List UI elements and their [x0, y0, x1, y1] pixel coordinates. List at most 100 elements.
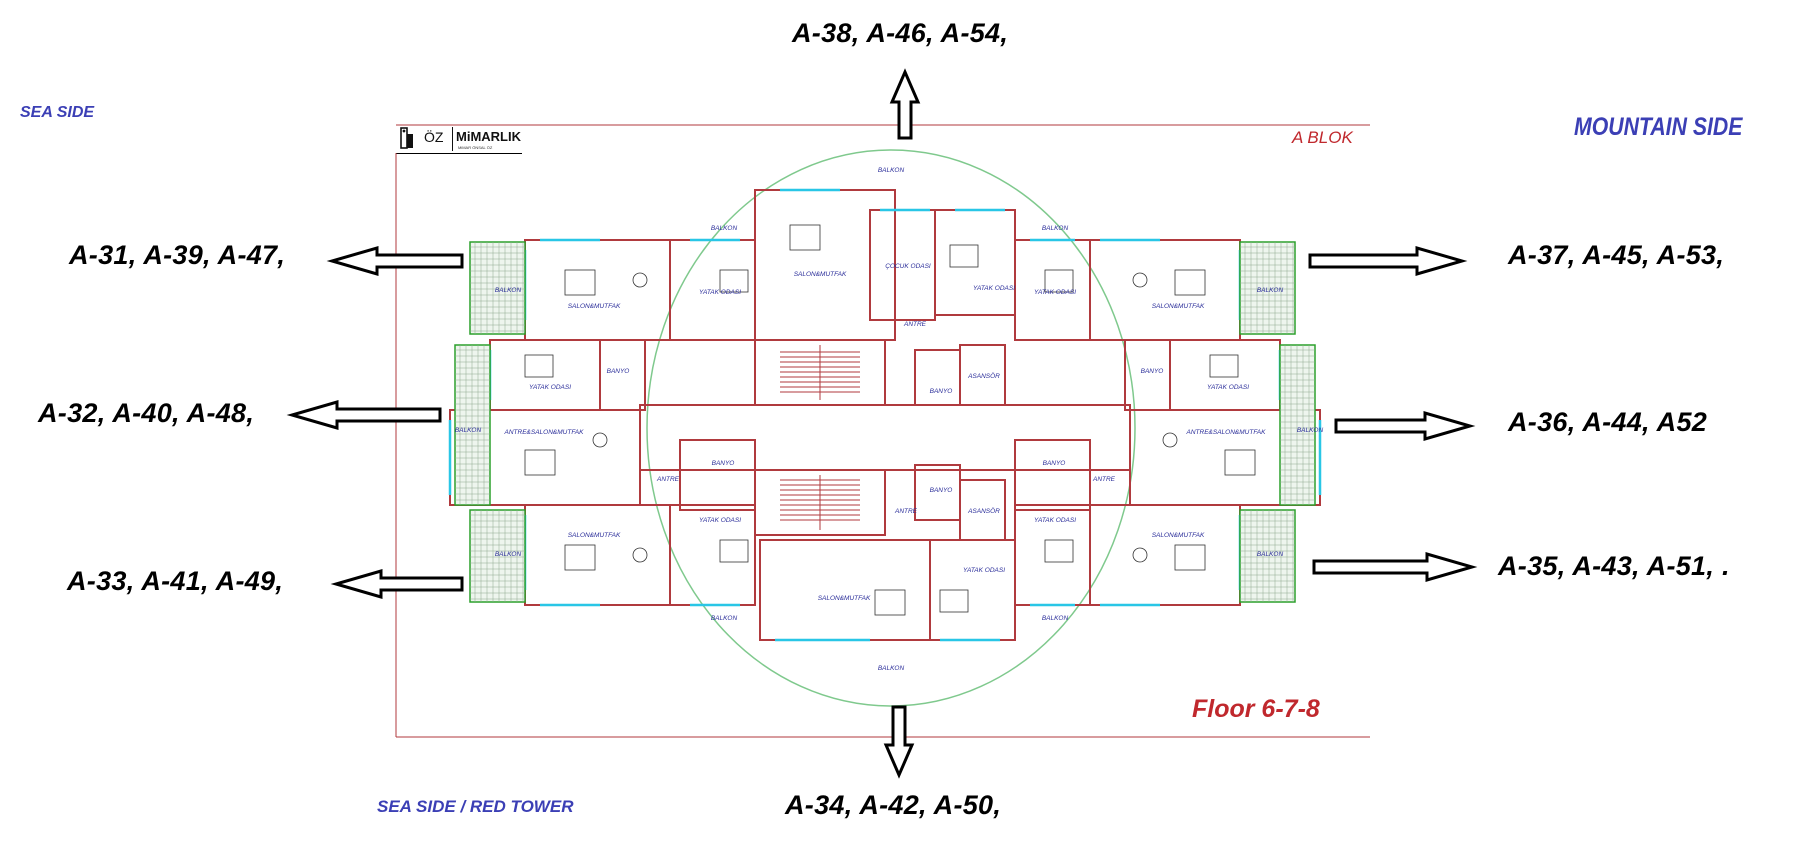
furniture-piece — [789, 224, 821, 251]
room-label-antre-left: ANTRE — [656, 476, 680, 483]
table-icon — [632, 272, 648, 288]
sea-side-label: SEA SIDE — [20, 104, 95, 121]
balcony-right-upper — [1239, 241, 1296, 335]
room-label-cocuk-odasi: ÇOCUK ODASI — [885, 263, 931, 270]
arrow-left-lower — [330, 569, 464, 599]
table-icon — [632, 547, 648, 563]
unit-label-bottom: A-34, A-42, A-50, — [785, 790, 1002, 820]
unit-label-left-lower: A-33, A-41, A-49, — [67, 566, 284, 596]
arrow-right-lower — [1312, 552, 1478, 582]
balcony-right-upper-frame — [1239, 241, 1296, 335]
balconies-layer — [454, 241, 1316, 603]
furniture-piece — [1224, 449, 1256, 476]
unit-label-left-upper: A-31, A-39, A-47, — [69, 240, 286, 270]
balcony-left-upper-frame — [469, 241, 526, 335]
balcony-right-mid — [1279, 344, 1316, 506]
unit-label-right-lower: A-35, A-43, A-51, . — [1498, 551, 1730, 581]
room-label-yatak-right-lower: YATAK ODASI — [1034, 517, 1076, 524]
room-label-banyo-left-mid: BANYO — [607, 368, 630, 375]
furniture-piece — [1044, 539, 1074, 563]
table-icon — [1162, 432, 1178, 448]
room-label-yatak-right-upper: YATAK ODASI — [1034, 289, 1076, 296]
room-label-yatak-left-upper: YATAK ODASI — [699, 289, 741, 296]
room-label-banyo-left-lower: BANYO — [712, 460, 735, 467]
logo-separator — [452, 127, 453, 151]
table-icon — [1132, 547, 1148, 563]
room-label-balkon-left-upper: BALKON — [495, 287, 522, 294]
logo-subline: MiMAR ÖNSAL ÖZ — [458, 145, 493, 150]
room-label-banyo-right-lower: BANYO — [1043, 460, 1066, 467]
arrow-up — [889, 68, 921, 140]
unit-label-right-upper: A-37, A-45, A-53, — [1508, 240, 1725, 270]
room-label-salon-bottom: SALON&MUTFAK — [818, 595, 871, 602]
wall-banyo-top-center — [914, 349, 961, 406]
direction-arrows — [286, 68, 1478, 779]
wall-right-banyo-lower — [1014, 439, 1091, 511]
wall-top-yatak-odasi — [934, 209, 1016, 316]
room-label-salon-top: SALON&MUTFAK — [794, 271, 847, 278]
room-label-balkon-top: BALKON — [878, 167, 905, 174]
furniture-piece — [564, 269, 596, 296]
wall-right-mid-banyo — [1124, 339, 1171, 411]
architect-logo: ÖZ MiMARLIK MiMAR ÖNSAL ÖZ — [396, 125, 522, 154]
room-labels-layer: BALKON BALKON BALKON BALKON BALKON BALKON BALK… — [455, 167, 1324, 672]
room-label-balkon-se: BALKON — [1042, 615, 1069, 622]
wall-left-upper-salon — [524, 239, 671, 341]
room-label-banyo-center-bottom: BANYO — [930, 487, 953, 494]
windows-layer — [448, 188, 1322, 642]
furniture-piece — [939, 589, 969, 613]
room-label-balkon-right-upper: BALKON — [1257, 287, 1284, 294]
room-label-balkon-left-mid: BALKON — [455, 427, 482, 434]
balcony-left-upper — [469, 241, 526, 335]
room-label-salon-left-upper: SALON&MUTFAK — [568, 303, 621, 310]
wall-left-mid-banyo — [599, 339, 646, 411]
room-label-antre-right: ANTRE — [1092, 476, 1116, 483]
furniture-piece — [719, 539, 749, 563]
furniture-piece — [1174, 544, 1206, 571]
table-icon — [1132, 272, 1148, 288]
wall-left-mid-yatak — [489, 339, 601, 411]
building-outline-arc — [646, 149, 1136, 707]
furniture-piece — [719, 269, 749, 293]
wall-right-mid-yatak — [1169, 339, 1281, 411]
room-label-yatak-left-lower: YATAK ODASI — [699, 517, 741, 524]
room-label-yatak-right-mid: YATAK ODASI — [1207, 384, 1249, 391]
wall-banyo-bottom-center — [914, 464, 961, 521]
room-label-asansor-top: ASANSÖR — [967, 372, 1000, 380]
furniture-piece — [524, 354, 554, 378]
walls-layer — [449, 189, 1321, 641]
arrow-right-middle — [1334, 411, 1476, 441]
logo-mark-icon — [400, 127, 413, 149]
mountain-side-label: MOUNTAIN SIDE — [1574, 113, 1743, 141]
room-label-antre-top: ANTRE — [903, 321, 927, 328]
block-label: A BLOK — [1292, 128, 1353, 147]
balcony-left-lower — [469, 509, 526, 603]
wall-left-banyo-lower — [679, 439, 756, 511]
wall-right-upper-salon — [1089, 239, 1241, 341]
unit-label-left-middle: A-32, A-40, A-48, — [38, 398, 255, 428]
stairs-layer — [780, 345, 860, 530]
furniture-piece — [524, 449, 556, 476]
unit-label-top: A-38, A-46, A-54, — [792, 18, 1009, 48]
furniture-piece — [949, 244, 979, 268]
room-label-asansor-bottom: ASANSÖR — [967, 507, 1000, 515]
furniture-piece — [564, 544, 596, 571]
room-label-balkon-right-lower: BALKON — [1257, 551, 1284, 558]
wall-top-center-salon — [754, 189, 896, 341]
wall-corridor — [639, 404, 1131, 471]
room-label-antre-salon-right: ANTRE&SALON&MUTFAK — [1186, 429, 1267, 436]
logo-brand-right: MiMARLIK — [456, 129, 521, 144]
room-label-balkon-left-lower: BALKON — [495, 551, 522, 558]
room-label-yatak-bottom: YATAK ODASI — [963, 567, 1005, 574]
balcony-right-lower-frame — [1239, 509, 1296, 603]
room-label-salon-right-lower: SALON&MUTFAK — [1152, 532, 1205, 539]
room-label-banyo-right-mid: BANYO — [1141, 368, 1164, 375]
wall-right-lower-salon — [1089, 504, 1241, 606]
room-label-balkon-nw: BALKON — [711, 225, 738, 232]
balcony-left-lower-frame — [469, 509, 526, 603]
furniture-piece — [1209, 354, 1239, 378]
furniture-layer — [524, 224, 1256, 616]
room-label-yatak-top: YATAK ODASI — [973, 285, 1015, 292]
